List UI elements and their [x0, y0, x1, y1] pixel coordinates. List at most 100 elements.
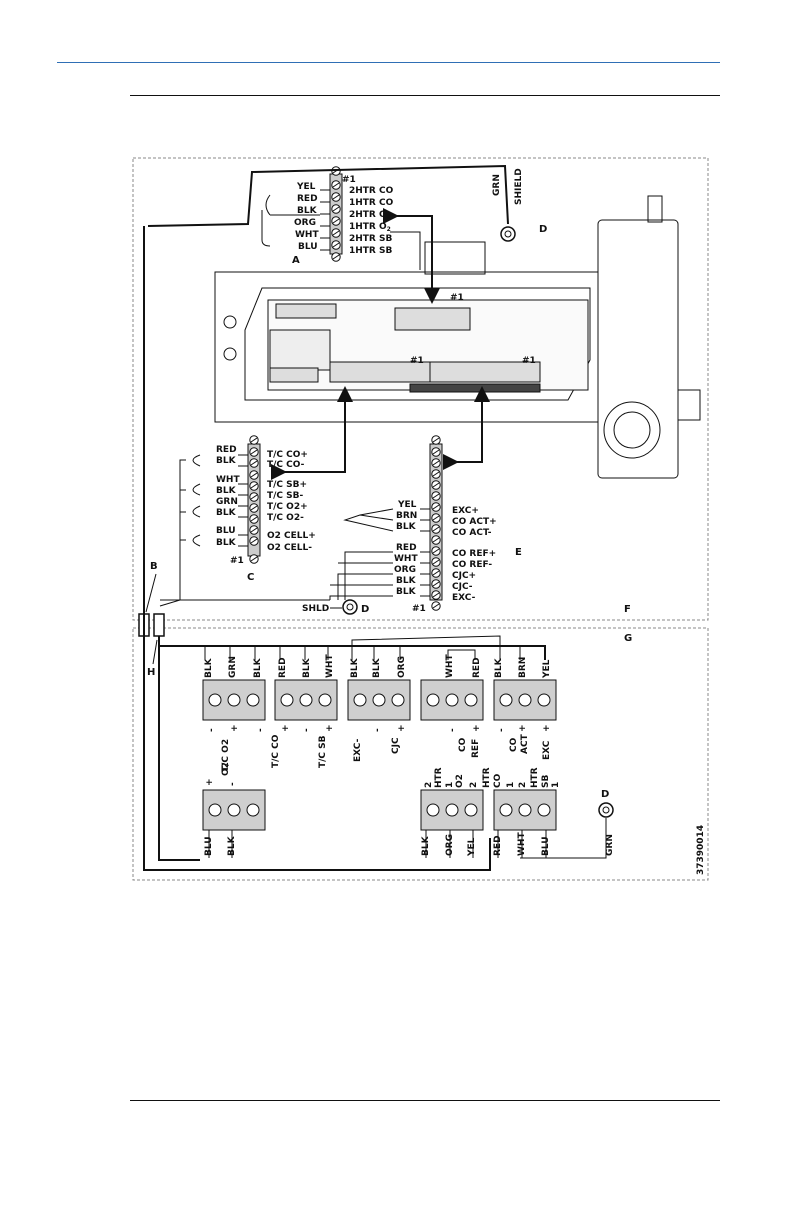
wire-label: BLK	[297, 206, 318, 216]
strip-a-pin1-label: #1	[342, 175, 356, 185]
callout-f: F	[624, 604, 631, 615]
wire-label: ORG	[397, 656, 407, 678]
footer-rule	[130, 1100, 720, 1101]
top-block-polarity-labels: - + - + - + - + - + - + +	[207, 724, 552, 732]
top-block-function-labels: T/C O2 T/C CO T/C SB EXC- CJC CO REF CO …	[221, 733, 552, 772]
enclosure-frame-lower	[132, 627, 709, 881]
connection-arrow-a	[383, 208, 440, 304]
electronics-housing	[214, 241, 601, 423]
bottom-block-wires	[208, 830, 547, 858]
svg-text:HTR: HTR	[530, 767, 540, 788]
wire-label: BLK	[216, 508, 237, 518]
header-rule	[57, 62, 720, 63]
board-pin-label: #1	[410, 356, 424, 366]
terminal-label: EXC-	[452, 593, 476, 603]
sensor-body	[597, 195, 701, 479]
svg-text:-: -	[207, 728, 217, 732]
wire-label: BLU	[298, 242, 318, 252]
svg-text:CO: CO	[458, 737, 468, 752]
terminal-strip-e	[429, 435, 443, 611]
callout-b: B	[150, 561, 158, 572]
callout-g: G	[624, 633, 632, 644]
strip-e-terminal-labels: EXC+ CO ACT+ CO ACT- CO REF+ CO REF- CJC…	[452, 506, 497, 603]
terminal-screws-top	[208, 693, 551, 707]
svg-text:+: +	[325, 724, 335, 732]
strip-a-terminal-labels: 2HTR CO 1HTR CO 2HTR O2 1HTR O2 2HTR SB …	[349, 186, 394, 256]
svg-text:-: -	[228, 782, 238, 786]
wire-label: BLK	[204, 657, 214, 678]
wire-label: RED	[297, 194, 318, 204]
wire-label: BLK	[396, 576, 417, 586]
terminal-label: 2HTR O2	[349, 210, 391, 221]
svg-text:1: 1	[445, 782, 455, 788]
terminal-label: O2 CELL-	[267, 543, 312, 553]
enclosure-frame-upper	[132, 157, 709, 621]
wire-label: YEL	[397, 500, 417, 510]
wire-label: BLK	[396, 587, 417, 597]
strip-e-wire-labels: YEL BRN BLK RED WHT ORG BLK BLK	[394, 500, 418, 597]
svg-text:-: -	[302, 728, 312, 732]
svg-text:-: -	[256, 728, 266, 732]
strip-c-terminal-labels: T/C CO+ T/C CO- T/C SB+ T/C SB- T/C O2+ …	[267, 450, 316, 553]
strip-a-wires	[261, 189, 421, 270]
callout-c: C	[247, 572, 254, 583]
svg-text:T/C O2: T/C O2	[221, 739, 231, 772]
terminal-label: T/C SB-	[267, 491, 304, 501]
wire-label: BRN	[396, 511, 417, 521]
terminal-label: 1HTR O2	[349, 222, 391, 233]
terminal-label: EXC+	[452, 506, 479, 516]
wire-label: BLK	[253, 657, 263, 678]
strip-c-pin1-label: #1	[230, 556, 244, 566]
board-pin-label: #1	[522, 356, 536, 366]
wire-label: SHIELD	[514, 168, 524, 205]
terminal-label: O2 CELL+	[267, 531, 316, 541]
svg-text:EXC-: EXC-	[353, 738, 363, 762]
terminal-label: T/C CO+	[267, 450, 308, 460]
svg-text:SB: SB	[541, 775, 551, 788]
terminal-label: T/C O2+	[267, 502, 308, 512]
wire-label: BLK	[350, 657, 360, 678]
wire-label: WHT	[445, 654, 455, 678]
wire-label: BLK	[494, 657, 504, 678]
svg-text:T/C SB: T/C SB	[318, 735, 328, 768]
wire-label: GRN	[216, 497, 238, 507]
wire-label: WHT	[394, 554, 418, 564]
shld-label: SHLD	[302, 604, 329, 614]
wire-label: WHT	[216, 475, 240, 485]
svg-text:CO: CO	[509, 737, 519, 752]
figure-id: 37390014	[696, 825, 706, 875]
wire-label: BLK	[372, 657, 382, 678]
svg-text:HTR: HTR	[434, 767, 444, 788]
callout-d: D	[601, 789, 609, 800]
terminal-screws-bottom	[208, 803, 551, 817]
svg-text:CJC: CJC	[391, 737, 401, 754]
svg-text:T/C CO: T/C CO	[271, 734, 281, 768]
bottom-block-top-labels: + - O2 2 HTR 1 O2 2 HTR CO 1 2 HTR SB 1	[205, 762, 561, 788]
terminal-label: T/C CO-	[267, 460, 305, 470]
shield-cable-top	[147, 164, 509, 227]
terminal-label: CO ACT-	[452, 528, 492, 538]
strip-e-wires	[160, 508, 430, 601]
svg-text:-: -	[448, 728, 458, 732]
svg-text:REF: REF	[471, 739, 481, 758]
terminal-label: CJC-	[452, 582, 473, 592]
section-rule	[130, 95, 720, 96]
strip-c-wire-labels: RED BLK WHT BLK GRN BLK BLU BLK	[216, 445, 240, 548]
callout-d: D	[361, 604, 369, 615]
svg-text:+: +	[472, 724, 482, 732]
terminal-label: T/C O2-	[267, 513, 304, 523]
wire-label: WHT	[295, 230, 319, 240]
svg-text:+: +	[281, 724, 291, 732]
strip-c-wires	[159, 454, 248, 607]
svg-text:-: -	[497, 728, 507, 732]
strip-e-pin1-label: #1	[412, 604, 426, 614]
terminal-strip-a	[329, 166, 343, 262]
connection-arrow-c	[271, 386, 353, 480]
terminal-label: T/C SB+	[267, 480, 307, 490]
svg-text:+: +	[542, 724, 552, 732]
svg-text:2: 2	[518, 782, 528, 788]
callout-e: E	[515, 547, 522, 558]
svg-text:CO: CO	[493, 773, 503, 788]
wire-label: RED	[216, 445, 237, 455]
terminal-label: 1HTR CO	[349, 198, 394, 208]
